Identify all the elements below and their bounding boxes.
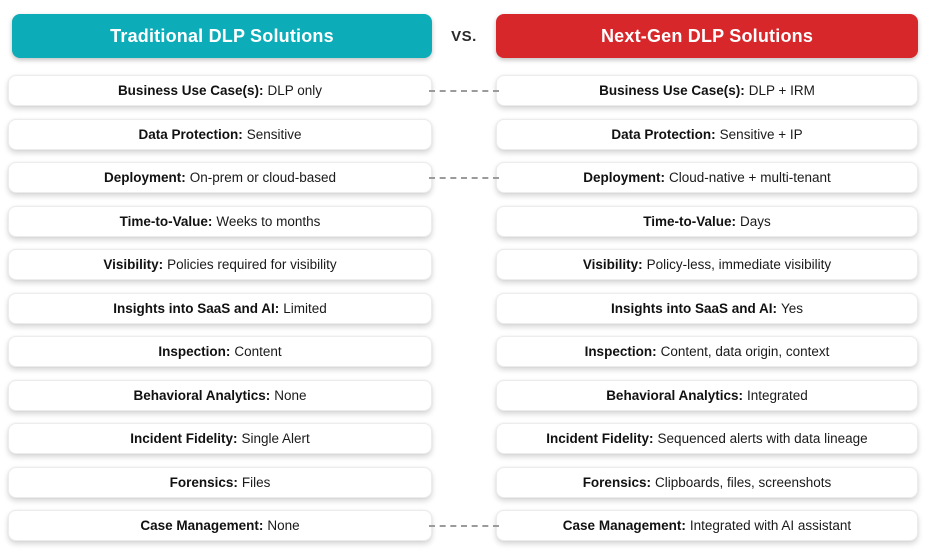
nextgen-value: Days [740,213,771,229]
nextgen-cell: Business Use Case(s):DLP + IRM [496,75,918,106]
nextgen-value: Sequenced alerts with data lineage [657,431,868,446]
traditional-cell: Business Use Case(s):DLP only [8,75,432,106]
row-label: Incident Fidelity: [130,431,238,446]
row-connector [429,510,499,541]
row-label: Deployment: [583,170,666,185]
row-label: Visibility: [582,257,643,272]
traditional-value: None [267,518,300,533]
comparison-row: Insights into SaaS and AI:Limited Insigh… [8,292,918,324]
traditional-cell: Forensics:Files [8,466,432,498]
row-connector [432,293,496,324]
traditional-cell: Time-to-Value:Weeks to months [8,205,432,237]
traditional-cell: Data Protection:Sensitive [8,118,432,150]
nextgen-value: Cloud-native + multi-tenant [669,170,831,185]
traditional-value: None [274,387,307,403]
dashed-connector-line [429,176,499,179]
row-connector [432,380,496,411]
traditional-value: Weeks to months [216,213,321,229]
comparison-row: Business Use Case(s):DLP only Business U… [8,75,918,106]
row-connector [429,162,499,193]
traditional-cell: Behavioral Analytics:None [8,379,432,411]
nextgen-cell: Incident Fidelity:Sequenced alerts with … [496,423,918,454]
row-connector [432,249,496,280]
traditional-header: Traditional DLP Solutions [12,14,432,58]
comparison-row: Time-to-Value:Weeks to months Time-to-Va… [8,205,918,237]
row-label: Inspection: [584,344,657,359]
row-label: Inspection: [158,344,231,359]
row-label: Data Protection: [138,126,243,142]
nextgen-cell: Case Management:Integrated with AI assis… [496,510,918,541]
nextgen-value: Integrated [747,387,808,403]
traditional-cell: Deployment:On-prem or cloud-based [8,162,432,193]
traditional-value: Policies required for visibility [167,257,337,272]
row-connector [432,206,496,237]
row-label: Visibility: [103,257,164,272]
comparison-row: Visibility:Policies required for visibil… [8,249,918,280]
row-label: Case Management: [562,518,686,533]
traditional-value: On-prem or cloud-based [189,170,337,185]
nextgen-cell: Deployment:Cloud-native + multi-tenant [496,162,918,193]
header-row: Traditional DLP Solutions VS. Next-Gen D… [8,14,918,58]
dashed-connector-line [429,89,499,92]
vs-label: VS. [451,27,477,45]
traditional-value: DLP only [267,83,323,98]
row-connector [432,467,496,498]
comparison-row: Incident Fidelity:Single Alert Incident … [8,423,918,454]
nextgen-header: Next-Gen DLP Solutions [496,14,918,58]
traditional-value: Limited [283,300,327,316]
traditional-cell: Incident Fidelity:Single Alert [8,423,432,454]
row-connector [432,119,496,150]
row-connector [429,75,499,106]
row-label: Deployment: [103,170,186,185]
comparison-row: Deployment:On-prem or cloud-based Deploy… [8,162,918,193]
nextgen-cell: Inspection:Content, data origin, context [496,336,918,367]
nextgen-cell: Time-to-Value:Days [496,205,918,237]
traditional-cell: Visibility:Policies required for visibil… [8,249,432,280]
traditional-cell: Case Management:None [8,510,432,541]
row-label: Behavioral Analytics: [133,387,271,403]
nextgen-cell: Forensics:Clipboards, files, screenshots [496,466,918,498]
nextgen-value: Integrated with AI assistant [689,518,852,533]
traditional-value: Content [234,344,282,359]
row-connector [432,336,496,367]
comparison-row: Data Protection:Sensitive Data Protectio… [8,118,918,150]
nextgen-value: Policy-less, immediate visibility [646,257,832,272]
nextgen-value: Content, data origin, context [660,344,830,359]
row-label: Insights into SaaS and AI: [610,300,777,316]
comparison-row: Case Management:None Case Management:Int… [8,510,918,541]
row-label: Insights into SaaS and AI: [113,300,280,316]
comparison-row: Forensics:Files Forensics:Clipboards, fi… [8,466,918,498]
traditional-value: Single Alert [241,431,310,446]
nextgen-cell: Behavioral Analytics:Integrated [496,379,918,411]
comparison-row: Inspection:Content Inspection:Content, d… [8,336,918,367]
comparison-rows: Business Use Case(s):DLP only Business U… [8,75,918,541]
traditional-value: Sensitive [246,126,302,142]
nextgen-value: DLP + IRM [748,83,815,98]
row-label: Behavioral Analytics: [606,387,743,403]
row-label: Business Use Case(s): [599,83,745,98]
nextgen-value: Yes [780,300,804,316]
row-connector [432,423,496,454]
traditional-value: Files [241,474,271,490]
row-label: Time-to-Value: [119,213,213,229]
nextgen-value: Sensitive + IP [719,126,803,142]
row-label: Forensics: [169,474,238,490]
nextgen-value: Clipboards, files, screenshots [654,474,832,490]
row-label: Business Use Case(s): [117,83,264,98]
nextgen-cell: Data Protection:Sensitive + IP [496,118,918,150]
nextgen-cell: Visibility:Policy-less, immediate visibi… [496,249,918,280]
traditional-cell: Insights into SaaS and AI:Limited [8,292,432,324]
traditional-cell: Inspection:Content [8,336,432,367]
nextgen-cell: Insights into SaaS and AI:Yes [496,292,918,324]
comparison-row: Behavioral Analytics:None Behavioral Ana… [8,379,918,411]
row-label: Data Protection: [611,126,716,142]
row-label: Case Management: [140,518,264,533]
row-label: Incident Fidelity: [546,431,654,446]
row-label: Forensics: [582,474,651,490]
row-label: Time-to-Value: [643,213,736,229]
dashed-connector-line [429,524,499,527]
